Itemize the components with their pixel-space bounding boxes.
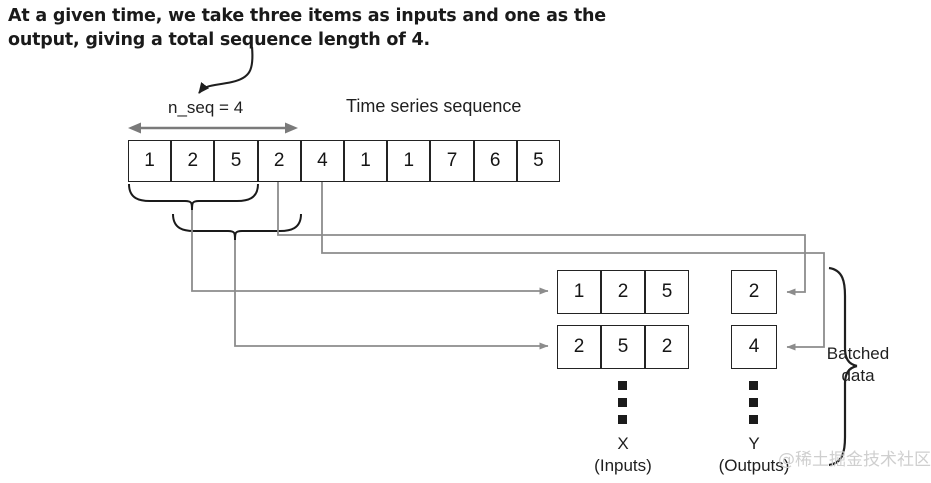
caption-text: At a given time, we take three items as … (8, 4, 648, 52)
y-ellipsis-dot-3 (749, 415, 758, 424)
y-ellipsis-dot-1 (749, 381, 758, 390)
y-box-2: 4 (731, 325, 777, 369)
n-seq-label: n_seq = 4 (168, 98, 244, 117)
x-cell-r1-c1: 1 (557, 270, 601, 314)
sequence-cell-2: 2 (171, 140, 215, 182)
x-ellipsis-dot-1 (618, 381, 627, 390)
x-cell-r1-c2: 2 (601, 270, 645, 314)
caption-line-1: At a given time, we take three items as … (8, 6, 606, 26)
y-box-1: 2 (731, 270, 777, 314)
time-series-label: Time series sequence (346, 96, 522, 116)
sequence-cell-9: 6 (473, 140, 517, 182)
x-ellipsis-dot-2 (618, 398, 627, 407)
x-ellipsis-dot-3 (618, 415, 627, 424)
sequence-cell-8: 7 (430, 140, 474, 182)
caption-line-2: output, giving a total sequence length o… (8, 30, 430, 50)
sequence-cell-3: 5 (214, 140, 258, 182)
y-sublabel: (Outputs) (718, 456, 790, 475)
sequence-cell-6: 1 (344, 140, 388, 182)
connector-x-row-2 (234, 240, 549, 350)
sequence-cell-10: 5 (516, 140, 560, 182)
x-cell-r2-c3: 2 (645, 325, 689, 369)
connector-y-box-2 (321, 182, 825, 351)
x-label: X (617, 434, 629, 453)
connector-y-box-1 (277, 182, 806, 296)
x-cell-r2-c1: 2 (557, 325, 601, 369)
sequence-cell-5: 4 (300, 140, 344, 182)
batched-data-label: Batched data (826, 344, 890, 385)
n-seq-measure-arrow (128, 122, 298, 134)
y-ellipsis-dot-2 (749, 398, 758, 407)
y-label: Y (748, 434, 760, 453)
sequence-cell-1: 1 (128, 140, 172, 182)
x-sublabel: (Inputs) (594, 456, 652, 475)
brace-window-1 (128, 183, 259, 211)
connector-x-row-1 (191, 210, 549, 295)
batched-data-brace (828, 266, 858, 467)
sequence-cell-4: 2 (257, 140, 301, 182)
sequence-cell-7: 1 (387, 140, 431, 182)
x-cell-r1-c3: 5 (645, 270, 689, 314)
x-cell-r2-c2: 5 (601, 325, 645, 369)
brace-window-2 (172, 213, 302, 241)
caption-pointer-arrow (198, 46, 254, 94)
